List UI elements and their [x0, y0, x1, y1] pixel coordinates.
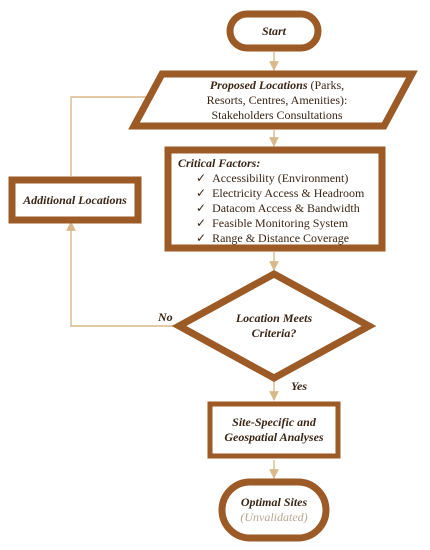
- critical-factor-item: ✓ Datacom Access & Bandwidth: [178, 201, 378, 216]
- optimal-sites-line1: Optimal Sites: [240, 495, 308, 509]
- decision-shape: [171, 270, 377, 382]
- check-icon: ✓: [196, 186, 207, 200]
- critical-factor-item: ✓ Feasible Monitoring System: [178, 216, 378, 231]
- check-icon: ✓: [196, 171, 207, 185]
- proposed-locations-line1-rest: (Parks,: [307, 78, 345, 92]
- analysis-line1: Site-Specific and: [232, 415, 316, 429]
- decision-line2: Criteria?: [251, 326, 297, 340]
- critical-factor-text: Accessibility (Environment): [212, 171, 349, 185]
- optimal-sites-node-text: Optimal Sites (Unvalidated): [222, 495, 326, 525]
- critical-factors-shape: [164, 146, 386, 252]
- additional-locations-label: Additional Locations: [23, 193, 127, 207]
- start-label: Start: [261, 24, 286, 38]
- check-icon: ✓: [196, 216, 207, 230]
- edge-additional-to-proposed: [70, 92, 165, 176]
- critical-factor-text: Range & Distance Coverage: [212, 231, 350, 245]
- start-node-shape: [226, 10, 322, 52]
- analysis-shape: [207, 401, 341, 459]
- critical-factors-node: Critical Factors: ✓ Accessibility (Envir…: [178, 156, 378, 246]
- optimal-sites-line2: (Unvalidated): [240, 510, 308, 524]
- critical-factor-item: ✓ Range & Distance Coverage: [178, 231, 378, 246]
- additional-locations-shape: [8, 176, 142, 224]
- analysis-node-text: Site-Specific and Geospatial Analyses: [210, 415, 338, 445]
- critical-factor-text: Datacom Access & Bandwidth: [212, 201, 360, 215]
- proposed-locations-line3: Stakeholders Consultations: [211, 108, 343, 122]
- analysis-line2: Geospatial Analyses: [224, 430, 324, 444]
- critical-factor-text: Feasible Monitoring System: [212, 216, 349, 230]
- optimal-sites-shape: [218, 478, 330, 542]
- proposed-locations-line2: Resorts, Centres, Amenities):: [206, 93, 348, 107]
- decision-line1: Location Meets: [235, 311, 313, 325]
- critical-factor-item: ✓ Accessibility (Environment): [178, 171, 378, 186]
- edge-label-no: No: [158, 310, 173, 324]
- proposed-locations-title: Proposed Locations: [209, 78, 308, 92]
- critical-factors-title: Critical Factors:: [178, 156, 261, 170]
- proposed-locations-node: Proposed Locations (Parks, Resorts, Cent…: [152, 78, 402, 123]
- proposed-locations-shape: [128, 70, 418, 130]
- critical-factor-item: ✓ Electricity Access & Headroom: [178, 186, 378, 201]
- critical-factor-text: Electricity Access & Headroom: [212, 186, 365, 200]
- check-icon: ✓: [196, 201, 207, 215]
- edge-label-yes: Yes: [291, 379, 307, 393]
- decision-node-text: Location Meets Criteria?: [204, 311, 344, 341]
- check-icon: ✓: [196, 231, 207, 245]
- edge-decision-no-to-additional: [66, 221, 178, 327]
